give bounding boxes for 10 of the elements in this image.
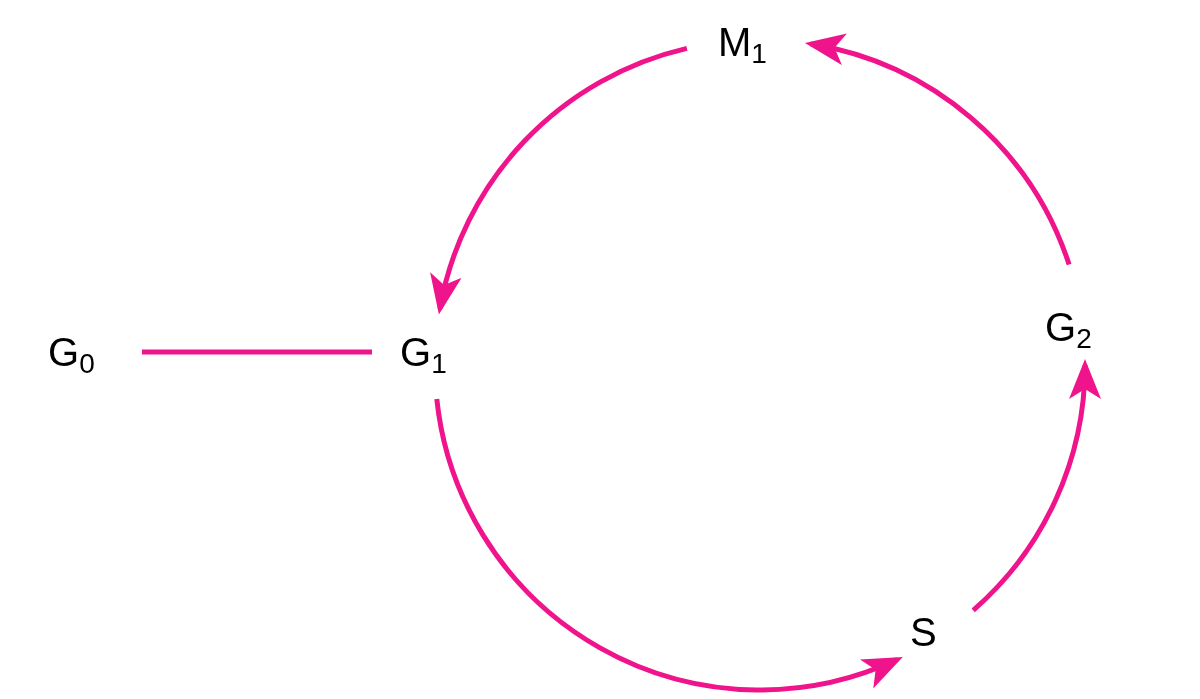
arrow bbox=[971, 359, 1099, 613]
stage-label: M$_{1}$ bbox=[718, 12, 767, 72]
arrow bbox=[432, 45, 688, 315]
stage-label: G$_{0}$ bbox=[48, 322, 95, 382]
connector-line bbox=[142, 349, 372, 355]
stage-label: G$_{1}$ bbox=[400, 322, 447, 382]
stage-label: G$_{2}$ bbox=[1045, 297, 1092, 357]
arrow bbox=[434, 398, 903, 692]
stage-label: S bbox=[910, 602, 937, 662]
arrow bbox=[805, 35, 1072, 266]
